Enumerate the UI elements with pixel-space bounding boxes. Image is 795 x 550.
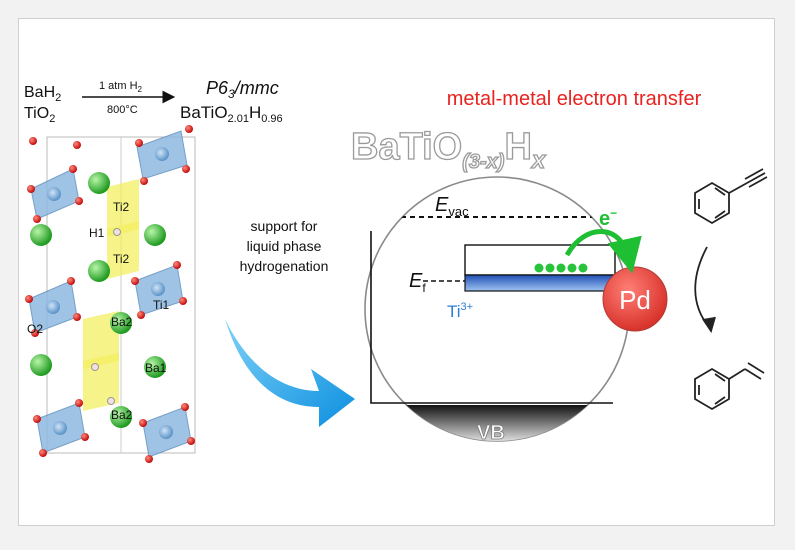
band-box [370, 231, 613, 404]
o-atoms [25, 125, 195, 463]
reactant-1: BaH2 [24, 84, 61, 104]
blue-curved-arrow [225, 319, 355, 427]
caption-line-1: support for [251, 218, 318, 234]
ti2-polyhedron [107, 221, 139, 279]
ba-atom [110, 406, 132, 428]
synthesis-equation: BaH2 TiO2 1 atm H2 800°C P63/mmc BaTiO2.… [24, 78, 283, 125]
reaction-scheme [694, 168, 768, 411]
condition-temperature: 800°C [107, 104, 138, 116]
h-atom [91, 363, 99, 371]
electron-dot [545, 263, 555, 273]
ti-atom [159, 425, 173, 439]
electron-transfer-arrow [564, 229, 642, 274]
phenylacetylene-structure [694, 168, 768, 225]
ti3-band [464, 274, 616, 292]
space-group: P63/mmc [206, 78, 279, 101]
ti-atom [53, 421, 67, 435]
electron-dot [578, 263, 588, 273]
h-atom [113, 228, 121, 236]
ba-atom [88, 172, 110, 194]
styrene-structure [694, 362, 765, 411]
label-ti1: Ti1 [153, 298, 170, 312]
ba-atom [30, 224, 52, 246]
ba-atom [144, 356, 166, 378]
ti-atom [151, 282, 165, 296]
caption-line-3: hydrogenation [240, 258, 329, 274]
h-atom [107, 397, 115, 405]
pd-label: Pd [619, 285, 651, 315]
label-o2: O2 [27, 322, 43, 336]
electron-dot [534, 263, 544, 273]
ba-atom [144, 224, 166, 246]
electron-dot [556, 263, 566, 273]
ti2-polyhedron [107, 179, 139, 237]
transfer-title: metal-metal electron transfer [447, 88, 702, 110]
ti-atom [155, 147, 169, 161]
ti3-label: Ti3+ [447, 301, 473, 321]
ba-atom [88, 260, 110, 282]
vb-label: VB [477, 422, 505, 444]
ba2-polyhedron [83, 311, 119, 369]
reactant-2: TiO2 [24, 105, 55, 125]
support-caption: support for liquid phase hydrogenation [240, 218, 329, 274]
product-formula: BaTiO2.01H0.96 [180, 103, 283, 125]
evac-label: Evac [435, 194, 469, 219]
condition-pressure: 1 atm H2 [99, 80, 143, 94]
ba-atom [30, 354, 52, 376]
graphical-abstract: BaH2 TiO2 1 atm H2 800°C P63/mmc BaTiO2.… [24, 78, 768, 463]
material-formula: BaTiO(3-x)Hx [351, 126, 547, 174]
crystal-structure: Ti2 H1 Ti2 Ti1 O2 Ba2 Ba1 Ba2 [25, 125, 196, 463]
label-ba2-top: Ba2 [111, 315, 133, 329]
label-ti2-top: Ti2 [113, 200, 130, 214]
ef-label: Ef [409, 270, 426, 295]
label-ba2-bottom: Ba2 [111, 408, 133, 422]
reaction-arrow-head [702, 316, 716, 334]
label-ti2-bottom: Ti2 [113, 252, 130, 266]
ba-atom [110, 312, 132, 334]
figure-frame: BaH2 TiO2 1 atm H2 800°C P63/mmc BaTiO2.… [18, 18, 775, 526]
label-h1: H1 [89, 226, 105, 240]
electron-dot [567, 263, 577, 273]
electron-label: e− [599, 206, 617, 230]
reaction-curved-arrow [694, 246, 710, 328]
caption-line-2: liquid phase [247, 238, 322, 254]
ti-atom [47, 187, 61, 201]
band-diagram: Evac Ef Ti3+ VB Pd e− [364, 176, 668, 444]
ti-atom [46, 300, 60, 314]
label-ba1: Ba1 [145, 361, 167, 375]
